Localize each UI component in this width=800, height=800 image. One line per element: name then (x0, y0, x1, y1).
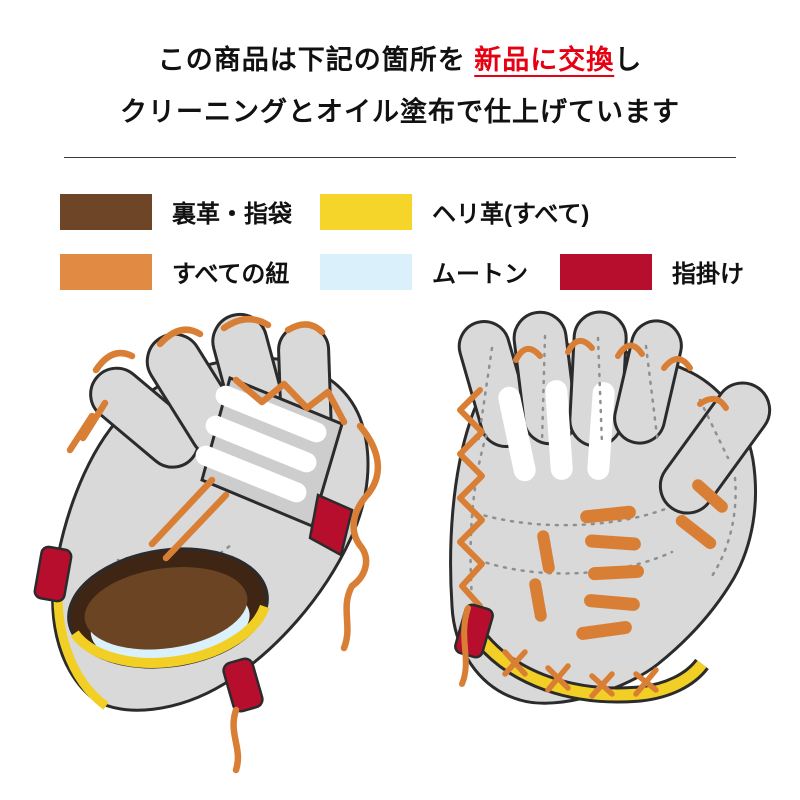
finger-hook-parts-left (33, 493, 354, 713)
illustration-wrap (0, 308, 800, 783)
legend: 裏革・指袋 ヘリ革(すべて) すべての紐 ムートン 指掛け (0, 158, 800, 290)
title-line-1: この商品は下記の箇所を 新品に交換し (0, 44, 800, 76)
legend-item-finger-hook: 指掛け (560, 253, 744, 290)
legend-item-mouton: ムートン (320, 253, 560, 290)
back-lacing-dashes (529, 479, 728, 640)
product-care-graphic: この商品は下記の箇所を 新品に交換し クリーニングとオイル塗布で仕上げています … (0, 0, 800, 783)
legend-item-lining: 裏革・指袋 (60, 193, 320, 230)
mouton-color-swatch (320, 253, 412, 290)
legend-item-welting: ヘリ革(すべて) (320, 193, 590, 230)
lining-color-swatch (60, 193, 152, 230)
dangling-lace-right (459, 604, 471, 687)
pocket (67, 547, 270, 669)
finger-hook-color-swatch (560, 253, 652, 290)
left-glove-laces (66, 315, 382, 774)
legend-label-finger-hook: 指掛け (672, 261, 744, 289)
right-glove (449, 310, 772, 705)
title-line1-highlight: 新品に交換 (474, 45, 615, 75)
right-glove-fingers (457, 310, 772, 515)
title-line1-post: し (614, 45, 643, 75)
pocket-binding (70, 604, 270, 668)
legend-label-lining: 裏革・指袋 (172, 201, 292, 229)
web (195, 375, 344, 528)
side-lacing (457, 386, 485, 609)
legend-label-laces: すべての紐 (172, 261, 290, 289)
legend-item-laces: すべての紐 (60, 253, 320, 290)
heel-cross-lacing (502, 649, 659, 699)
thumb (658, 381, 772, 515)
divider (64, 156, 736, 158)
glove-illustration (33, 310, 772, 774)
title-line-2: クリーニングとオイル塗布で仕上げています (120, 97, 680, 128)
legend-row-2: すべての紐 ムートン 指掛け (60, 253, 800, 290)
title-line1-pre: この商品は下記の箇所を (157, 45, 475, 75)
header: この商品は下記の箇所を 新品に交換し クリーニングとオイル塗布で仕上げています (0, 0, 800, 129)
legend-row-1: 裏革・指袋 ヘリ革(すべて) (60, 193, 800, 230)
pocket-lining (84, 566, 248, 650)
legend-label-welting: ヘリ革(すべて) (432, 201, 590, 229)
finger-gap-lacing (513, 337, 729, 411)
right-glove-stripes (498, 379, 615, 481)
legend-label-mouton: ムートン (432, 261, 528, 289)
welting-color-swatch (320, 193, 412, 230)
left-glove (33, 312, 382, 774)
laces-color-swatch (60, 253, 152, 290)
